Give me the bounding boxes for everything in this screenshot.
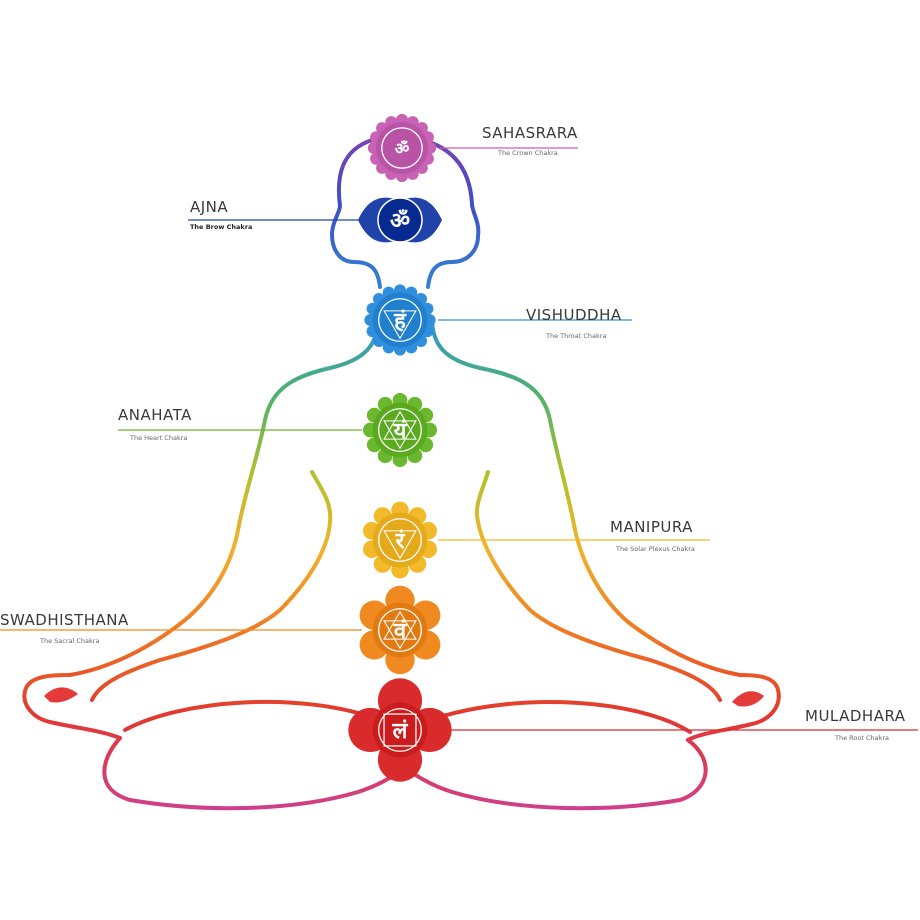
sahasrara-ring [376, 122, 428, 174]
muladhara-chakra: लं MULADHARA The Root Chakra [348, 678, 918, 782]
swadhisthana-subtitle-label: The Sacral Chakra [39, 637, 99, 645]
left-hand [22, 673, 122, 740]
swadhisthana-inner-circle [378, 608, 422, 652]
swadhisthana-ring [372, 602, 428, 658]
vishuddha-name-label: VISHUDDHA [526, 306, 622, 324]
vishuddha-chakra: हं VISHUDDHA The Throat Chakra [364, 284, 632, 356]
anahata-inner-circle [378, 408, 422, 452]
manipura-symbol-icon: रं [363, 501, 438, 579]
anahata-triangle-up [383, 410, 417, 440]
anahata-subtitle-label: The Heart Chakra [129, 434, 187, 442]
swadhisthana-chakra: वं SWADHISTHANA The Sacral Chakra [0, 585, 441, 675]
manipura-subtitle-label: The Solar Plexus Chakra [615, 545, 695, 553]
ajna-symbol-icon: ॐ [358, 197, 442, 243]
anahata-symbol-icon: यं [363, 393, 437, 467]
vishuddha-bija-glyph: हं [393, 309, 407, 334]
left-mudra [44, 687, 78, 703]
anahata-bija-glyph: यं [393, 419, 408, 444]
anahata-triangle-down [383, 420, 417, 450]
manipura-triangle [383, 530, 417, 560]
torso-left [68, 316, 380, 677]
left-arm [90, 470, 333, 702]
anahata-chakra: यं ANAHATA The Heart Chakra [118, 393, 437, 467]
right-arm [475, 470, 722, 702]
swadhisthana-bija-glyph: वं [393, 619, 407, 644]
sahasrara-symbol-icon: ॐ [367, 113, 437, 183]
swadhisthana-name-label: SWADHISTHANA [0, 611, 129, 629]
ajna-chakra: ॐ AJNA The Brow Chakra [188, 197, 442, 243]
ajna-center [377, 197, 423, 243]
right-mudra [732, 691, 764, 707]
swadhisthana-symbol-icon: वं [359, 585, 441, 675]
sahasrara-inner-circle [381, 127, 423, 169]
sahasrara-subtitle-label: The Crown Chakra [497, 149, 558, 157]
ajna-subtitle-label: The Brow Chakra [190, 223, 252, 231]
manipura-inner-circle [378, 518, 422, 562]
swadhisthana-triangle-down [383, 620, 417, 650]
vishuddha-ring [372, 292, 428, 348]
torso-right [430, 316, 742, 677]
muladhara-square [383, 713, 417, 747]
muladhara-ring [372, 702, 428, 758]
anahata-name-label: ANAHATA [118, 406, 192, 424]
muladhara-name-label: MULADHARA [805, 707, 906, 725]
muladhara-subtitle-label: The Root Chakra [834, 734, 889, 742]
ajna-name-label: AJNA [190, 198, 228, 216]
swadhisthana-triangle-up [383, 610, 417, 640]
sahasrara-name-label: SAHASRARA [482, 124, 578, 142]
manipura-ring [372, 512, 428, 568]
ajna-bija-glyph: ॐ [390, 209, 410, 234]
right-hand [686, 673, 781, 742]
vishuddha-subtitle-label: The Throat Chakra [545, 332, 606, 340]
muladhara-symbol-icon: लं [348, 678, 452, 782]
sahasrara-bija-glyph: ॐ [395, 139, 410, 158]
muladhara-bija-glyph: लं [392, 719, 409, 744]
manipura-name-label: MANIPURA [610, 518, 693, 536]
manipura-chakra: रं MANIPURA The Solar Plexus Chakra [363, 501, 710, 579]
chakra-layer: ॐ SAHASRARA The Crown Chakra ॐ AJNA The Brow … [0, 113, 918, 782]
vishuddha-triangle [383, 310, 417, 340]
vishuddha-inner-circle [378, 298, 422, 342]
sahasrara-chakra: ॐ SAHASRARA The Crown Chakra [367, 113, 578, 183]
muladhara-inner-circle [378, 708, 422, 752]
manipura-bija-glyph: रं [395, 529, 406, 554]
anahata-ring [372, 402, 428, 458]
vishuddha-symbol-icon: हं [364, 284, 436, 356]
